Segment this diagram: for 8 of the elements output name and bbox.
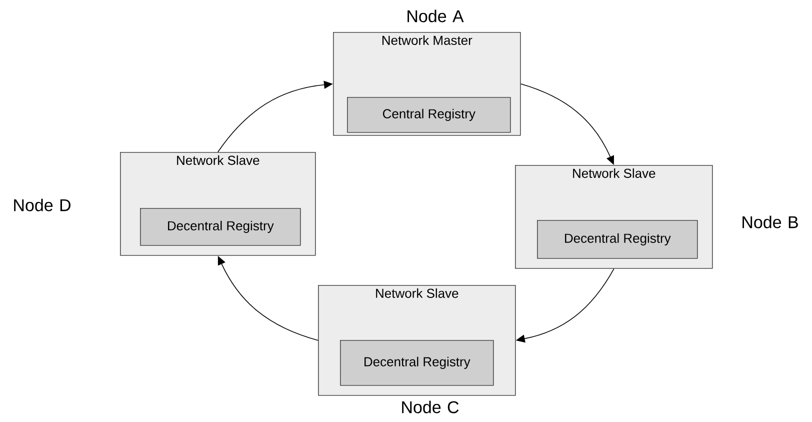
registry-box: Central Registry [347, 97, 511, 133]
node-label: Node B [742, 216, 798, 228]
node-label: Node A [408, 10, 464, 22]
node-label: Node D [14, 198, 70, 212]
registry-box: Decentral Registry [140, 208, 301, 246]
registry-box: Decentral Registry [537, 220, 698, 259]
registry-box: Decentral Registry [340, 340, 494, 386]
node-label: Node C [402, 400, 459, 414]
